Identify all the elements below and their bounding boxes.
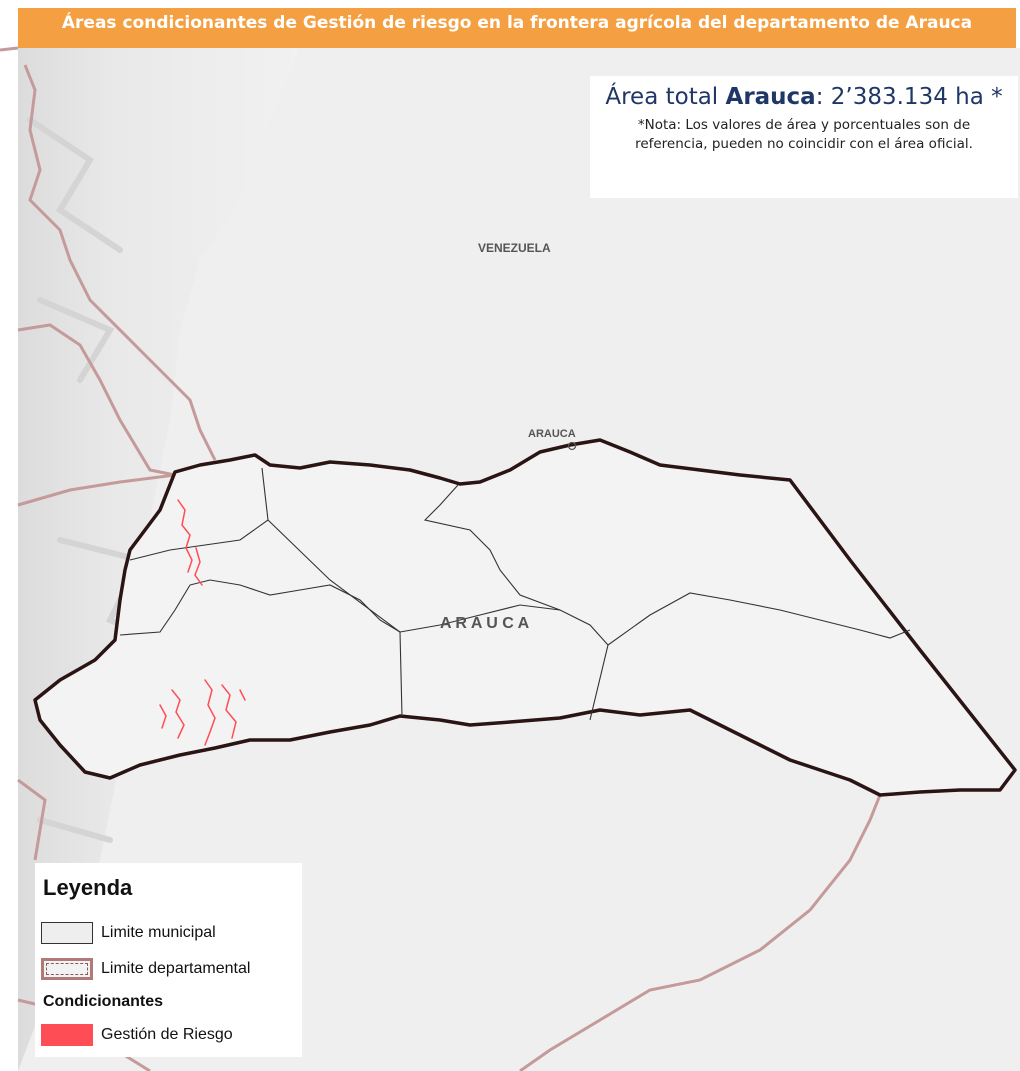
municipal-boundary-2 bbox=[267, 519, 403, 717]
risk-area-1 bbox=[177, 499, 193, 573]
neighbor-boundary-top bbox=[0, 46, 19, 52]
municipal-boundaries bbox=[119, 467, 911, 721]
department-boundary-swatch bbox=[41, 958, 93, 980]
neighbor-boundary-west bbox=[17, 323, 176, 507]
map-title: Áreas condicionantes de Gestión de riesg… bbox=[18, 8, 1016, 48]
municipal-boundary-3 bbox=[189, 579, 401, 633]
risk-area-4 bbox=[204, 679, 216, 746]
municipal-boundary-7 bbox=[589, 644, 609, 721]
city-label: ARAUCA bbox=[528, 428, 576, 440]
legend-label-departmental: Limite departamental bbox=[101, 960, 251, 977]
risk-swatch bbox=[41, 1024, 93, 1046]
municipal-boundary-8 bbox=[607, 592, 911, 646]
risk-management-areas bbox=[159, 499, 246, 746]
neighbor-boundary-south bbox=[519, 794, 882, 1071]
area-summary: Área total Arauca: 2’383.134 ha * *Nota:… bbox=[590, 76, 1018, 198]
legend-subtitle: Condicionantes bbox=[43, 993, 164, 1010]
risk-area-3 bbox=[171, 689, 185, 739]
area-note: *Nota: Los valores de área y porcentuale… bbox=[635, 117, 973, 152]
risk-area-6 bbox=[159, 704, 167, 729]
municipal-boundary-6 bbox=[423, 484, 561, 611]
total-area-name: Arauca bbox=[725, 84, 816, 110]
risk-area-2 bbox=[194, 547, 203, 586]
legend-item-departmental: Limite departamental bbox=[41, 957, 250, 981]
legend-title: Leyenda bbox=[43, 875, 133, 900]
neighbor-boundary-north bbox=[23, 64, 217, 461]
risk-area-7 bbox=[239, 689, 246, 701]
legend-item-municipal: Limite municipal bbox=[41, 921, 216, 945]
legend-label-risk: Gestión de Riesgo bbox=[101, 1026, 233, 1043]
andes-relief bbox=[18, 48, 300, 1071]
total-area: Área total Arauca: 2’383.134 ha * bbox=[590, 84, 1018, 110]
total-area-value: : 2’383.134 ha * bbox=[815, 84, 1003, 110]
department-label: A R A U C A bbox=[440, 615, 530, 632]
country-label: VENEZUELA bbox=[478, 241, 551, 255]
arauca-department[interactable] bbox=[33, 438, 1017, 797]
risk-area-5 bbox=[221, 684, 237, 739]
total-area-prefix: Área total bbox=[605, 84, 726, 110]
municipal-boundary-1 bbox=[129, 467, 269, 561]
legend-label-municipal: Limite municipal bbox=[101, 924, 216, 941]
city-point bbox=[567, 441, 577, 451]
legend-item-risk: Gestión de Riesgo bbox=[41, 1023, 233, 1047]
municipal-boundary-4 bbox=[119, 584, 191, 636]
municipal-boundary-5 bbox=[399, 604, 609, 646]
municipal-boundary-swatch bbox=[41, 922, 93, 944]
legend: Leyenda Limite municipal Limite departam… bbox=[35, 863, 302, 1057]
